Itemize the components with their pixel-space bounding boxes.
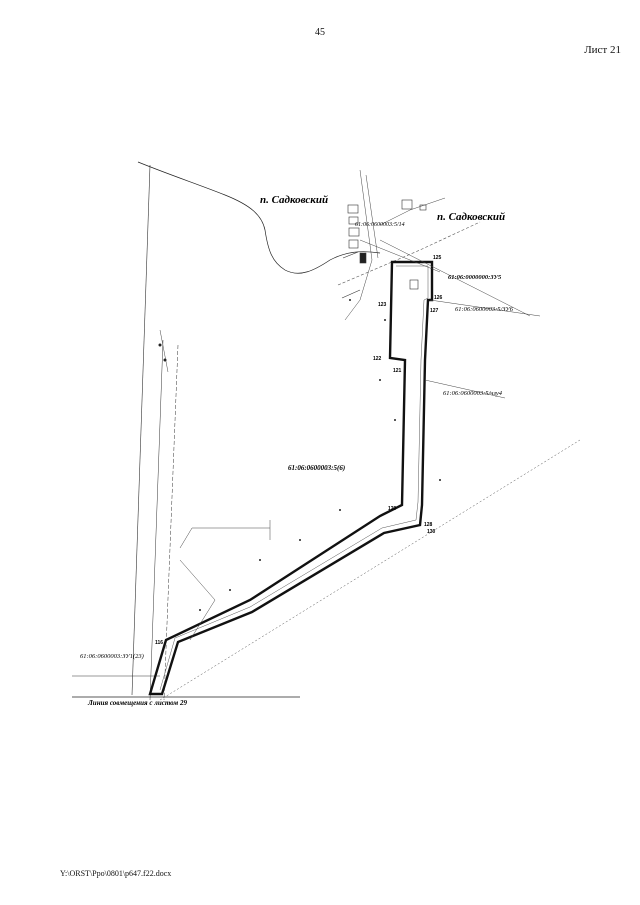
point-127: 127 [430,308,439,314]
terrain-contour [137,161,381,274]
parcel-zu23-label: 61:06:0600003:ЗУ1(23) [80,653,144,660]
point-121: 121 [393,368,402,374]
vertical-line-2 [149,339,164,701]
point-129: 129 [388,506,397,512]
parcel-chzu4-label: 61:06:0600003:5/чзу4 [443,390,503,397]
village-lines [344,169,541,399]
point-116: 116 [155,640,163,646]
point-122: 122 [373,356,382,362]
settlement-label-2: п. Садковский [437,211,505,223]
parcel-corridor [148,260,434,696]
page-number: 45 [315,27,325,38]
point-125: 125 [433,255,442,261]
small-structure [409,279,419,290]
survey-marks [159,329,271,641]
vertical-line-1 [131,164,151,696]
settlement-label-1: п. Садковский [260,194,328,206]
point-128: 128 [424,522,433,528]
survey-points [158,299,441,611]
parcel-main-label: 61:06:0600003:5(6) [288,464,345,472]
sheet-label: Лист 21 [584,44,621,56]
parcel-top-label: 61:06:0600003:5/14 [355,221,405,228]
road-line [159,439,581,701]
parcel-zu6-label: 61:06:0600003:5/ЗУ6 [455,306,514,313]
match-line-label: Линия совмещения с листом 29 [87,699,187,707]
parcel-corridor-inner [159,265,429,691]
point-130: 130 [427,529,436,535]
point-123: 123 [378,302,387,308]
point-126: 126 [434,295,443,301]
village-buildings [341,199,427,299]
parcel-zu5-label: 61:06:0000000:ЗУ5 [448,274,502,281]
footer-file-path: Y:\ORST\Ppo\0801\p647.f22.docx [60,869,172,878]
